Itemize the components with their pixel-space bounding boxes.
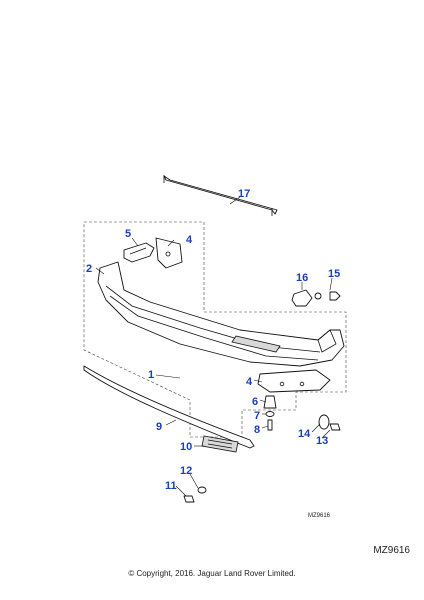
callout-13: 13	[316, 435, 328, 447]
callout-8: 8	[254, 424, 260, 436]
bracket-part	[123, 242, 155, 263]
callout-9: 9	[156, 421, 162, 433]
screw-part-15	[314, 291, 341, 301]
illustration-code: MZ9616	[373, 545, 410, 556]
callout-16: 16	[296, 272, 308, 284]
leader-lines	[95, 196, 333, 497]
copyright-notice: © Copyright, 2016. Jaguar Land Rover Lim…	[128, 569, 296, 578]
washer-part-7	[265, 411, 275, 417]
callout-14: 14	[298, 428, 311, 440]
washer-part-12	[197, 486, 207, 494]
reflector-part	[201, 435, 239, 453]
assembly-outline	[83, 221, 347, 438]
callout-11: 11	[165, 480, 177, 492]
callout-7: 7	[254, 410, 260, 422]
callout-4-upper: 4	[186, 234, 193, 246]
callout-12: 12	[180, 465, 192, 477]
cap-part	[291, 289, 313, 307]
washer-part-14	[318, 414, 330, 430]
callout-17: 17	[238, 188, 250, 200]
trim-strip-part	[163, 175, 278, 216]
callout-6: 6	[252, 396, 258, 408]
callout-1: 1	[148, 369, 154, 381]
bolt-part-8	[267, 419, 273, 431]
illustration-code-small: MZ9616	[308, 513, 331, 519]
mounting-plate-upper	[155, 237, 183, 269]
screw-part-11	[183, 495, 195, 503]
callout-5: 5	[125, 228, 131, 240]
buffer-part	[263, 395, 277, 409]
callout-2: 2	[86, 263, 92, 275]
bolt-part-13	[329, 423, 341, 431]
callout-4-lower: 4	[246, 376, 253, 388]
callout-10: 10	[180, 441, 192, 453]
moulding-strip-part	[83, 365, 255, 449]
callout-15: 15	[328, 268, 340, 280]
bumper-body-part	[97, 261, 345, 367]
mounting-plate-lower	[257, 369, 331, 393]
